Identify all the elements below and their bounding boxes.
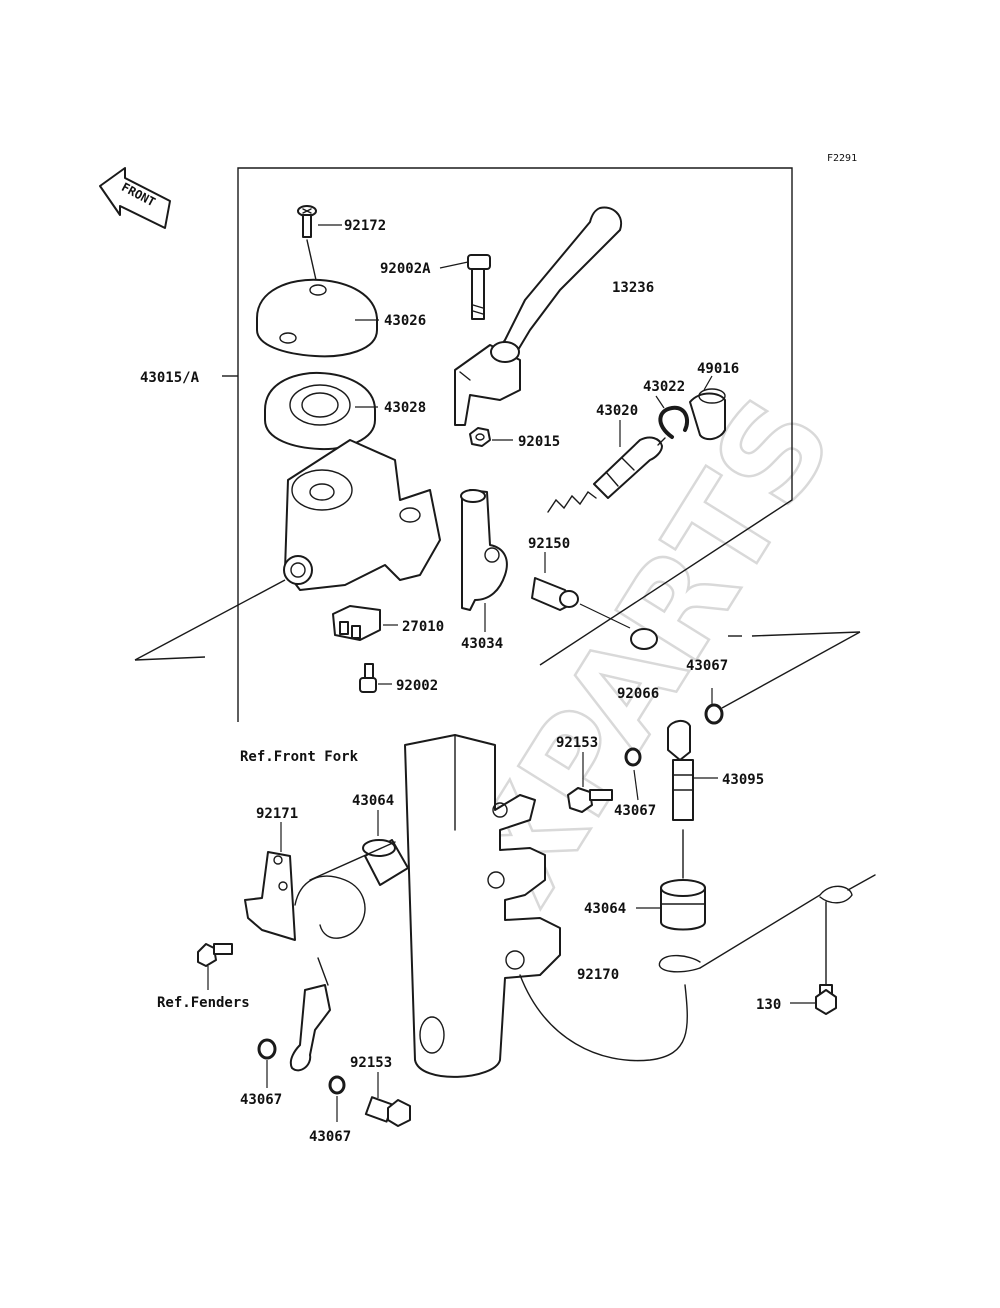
label-92066: 92066 bbox=[617, 686, 659, 702]
label-ref-front-fork: Ref.Front Fork bbox=[240, 749, 359, 765]
master-cylinder-body bbox=[283, 439, 441, 591]
reservoir-cap-43026 bbox=[256, 278, 378, 358]
label-43067-a: 43067 bbox=[686, 658, 728, 674]
label-92002: 92002 bbox=[396, 678, 438, 694]
cap-92066 bbox=[630, 628, 658, 650]
circlip-43022 bbox=[658, 405, 690, 439]
label-27010: 27010 bbox=[402, 619, 444, 635]
screw-92002 bbox=[359, 663, 377, 693]
clamp-92171 bbox=[244, 841, 396, 941]
screw-92172 bbox=[297, 205, 317, 281]
washer-43067-b bbox=[624, 747, 642, 767]
bolt-ref-fenders bbox=[197, 943, 233, 967]
washer-43067-a bbox=[704, 703, 724, 725]
label-43095: 43095 bbox=[722, 772, 764, 788]
label-43026: 43026 bbox=[384, 313, 426, 329]
leader-lines bbox=[207, 224, 861, 1122]
figure-code: F2291 bbox=[827, 153, 857, 164]
clamp-bolt-92150 bbox=[531, 577, 631, 629]
banjo-bolt-92153-lower bbox=[364, 1096, 411, 1127]
front-arrow-icon: FRONT bbox=[99, 167, 171, 229]
clamp-43034 bbox=[460, 489, 508, 611]
label-92170: 92170 bbox=[577, 967, 619, 983]
label-43020: 43020 bbox=[596, 403, 638, 419]
label-43064-a: 43064 bbox=[352, 793, 394, 809]
bolt-130 bbox=[815, 901, 837, 1015]
label-92150: 92150 bbox=[528, 536, 570, 552]
label-43034: 43034 bbox=[461, 636, 503, 652]
diaphragm-43028 bbox=[264, 371, 376, 451]
dust-boot-49016 bbox=[689, 388, 726, 441]
label-43064-b: 43064 bbox=[584, 901, 626, 917]
label-43067-d: 43067 bbox=[309, 1129, 351, 1145]
brake-switch-27010 bbox=[332, 605, 381, 641]
pivot-bolt-92002A bbox=[467, 254, 491, 320]
grommet-43064-right bbox=[660, 879, 706, 931]
piston-assembly-43020 bbox=[547, 436, 666, 513]
washer-43067-c bbox=[257, 1038, 277, 1060]
label-ref-fenders: Ref.Fenders bbox=[157, 995, 250, 1011]
assembly-frame bbox=[134, 167, 793, 722]
part-labels: 92172 92002A 13236 43026 43015/A 43028 4… bbox=[140, 218, 781, 1145]
label-92153-a: 92153 bbox=[556, 735, 598, 751]
label-43067-c: 43067 bbox=[240, 1092, 282, 1108]
label-43015A: 43015/A bbox=[140, 370, 200, 386]
label-92002A: 92002A bbox=[380, 261, 431, 277]
lower-hose-left bbox=[289, 957, 331, 1072]
label-43022: 43022 bbox=[643, 379, 685, 395]
label-92015: 92015 bbox=[518, 434, 560, 450]
label-92172: 92172 bbox=[344, 218, 386, 234]
label-43028: 43028 bbox=[384, 400, 426, 416]
label-13236: 13236 bbox=[612, 280, 654, 296]
brake-hose-43095 bbox=[667, 720, 694, 879]
clamp-92170 bbox=[519, 874, 876, 1062]
label-130: 130 bbox=[756, 997, 781, 1013]
label-92171: 92171 bbox=[256, 806, 298, 822]
nut-92015 bbox=[469, 427, 491, 447]
label-49016: 49016 bbox=[697, 361, 739, 377]
banjo-bolt-92153-upper bbox=[567, 787, 613, 813]
washer-43067-d bbox=[328, 1075, 346, 1095]
brake-lever-13236 bbox=[454, 206, 623, 426]
label-43067-b: 43067 bbox=[614, 803, 656, 819]
front-fork bbox=[404, 734, 561, 1078]
label-92153-b: 92153 bbox=[350, 1055, 392, 1071]
